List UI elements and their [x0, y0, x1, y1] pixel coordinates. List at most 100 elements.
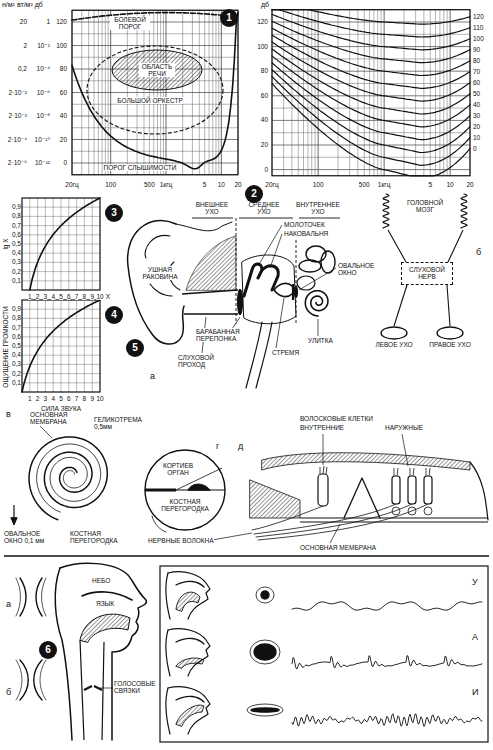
part-label: а — [6, 600, 11, 610]
arrow-head — [11, 518, 17, 525]
leader-line — [402, 434, 408, 466]
grid-line — [22, 355, 100, 356]
tick-label: 60 — [261, 92, 268, 99]
nerve-fibre — [256, 504, 412, 537]
tick-label: 120 — [56, 18, 67, 25]
grid-line — [315, 10, 316, 176]
vestibule — [297, 276, 315, 290]
nerve-connector — [447, 285, 450, 326]
mouth-opening — [261, 591, 269, 599]
part-label: ВНУТРЕННЕЕ УХО — [293, 201, 343, 215]
tick-label: 5 — [59, 293, 63, 300]
vocal-cord — [84, 686, 92, 690]
grid-line — [72, 92, 238, 93]
leader-line — [258, 225, 282, 266]
tick-label: 0,3 — [12, 259, 21, 266]
tick-label: 1 — [46, 18, 50, 25]
bony-septum — [145, 489, 176, 492]
tick-label: 2·10⁻⁴ — [8, 136, 27, 143]
tick-label: 40 — [473, 101, 480, 108]
hammer — [244, 264, 262, 296]
part-label: ОСНОВНАЯ МЕМБРАНА — [300, 544, 376, 551]
tick-label: 5 — [203, 181, 207, 188]
callout-text: 2 — [245, 185, 263, 203]
grid-line — [22, 346, 100, 347]
tick-label: 2·10⁻⁵ — [8, 159, 27, 166]
throat-wall — [80, 640, 84, 740]
grid-line — [404, 10, 405, 176]
tick-label: 80 — [473, 57, 480, 64]
tick-label: 0,7 — [12, 222, 21, 229]
brain-symbol — [461, 194, 467, 228]
grid-line — [22, 262, 100, 263]
tick-label: 10⁻² — [37, 42, 50, 49]
tick-label: 10 — [473, 134, 480, 141]
mouth-profile — [168, 687, 210, 734]
larynx-outline — [16, 660, 46, 700]
part-label: КОСТНАЯ ПЕРЕГОРОДКА — [157, 498, 213, 512]
tick-label: 5 — [59, 395, 63, 402]
part-label: БОЛЕВОЙ ПОРОГ — [110, 16, 150, 30]
ear-symbol: ПРАВОЕ УХО — [428, 326, 472, 350]
callout-number: 5 — [126, 339, 144, 357]
part-label: СТРЕМЯ — [272, 349, 299, 356]
grid-line — [338, 10, 339, 176]
part-label: СРЕДНЕЕ УХО — [246, 201, 282, 215]
part-label: ОЩУЩЕНИЕ ГРОМКОСТИ — [2, 306, 9, 387]
tick-label: 7 — [75, 293, 79, 300]
tick-label: 20 — [234, 181, 241, 188]
part-label: КОСТНАЯ ПЕРЕГОРОДКА — [70, 530, 132, 544]
temporal-bone — [186, 236, 236, 290]
node-label: ПРАВОЕ УХО — [428, 341, 472, 348]
equal-loudness-curve — [272, 84, 470, 176]
part-label: ОВАЛЬНОЕ ОКНО — [338, 262, 380, 276]
grid-line — [272, 132, 470, 133]
part-label: НЕБО — [92, 577, 110, 584]
callout-number: 2 — [245, 185, 263, 203]
grid-line — [272, 108, 470, 109]
grid-line — [72, 33, 238, 34]
part-label: ЯЗЫК — [96, 600, 114, 607]
stirrup-footplate — [292, 284, 294, 300]
leader-line — [212, 533, 252, 540]
equal-loudness-curve — [272, 42, 470, 101]
outer-hair-cell — [424, 476, 432, 504]
tick-label: 80 — [261, 68, 268, 75]
chart-frame — [72, 10, 238, 175]
part-label: lg X — [2, 238, 9, 249]
tick-label: 0,8 — [12, 315, 21, 322]
tick-label: 100 — [56, 42, 67, 49]
spiral-ligament — [470, 462, 488, 520]
tick-label: 0,5 — [12, 240, 21, 247]
tick-label: 70 — [473, 68, 480, 75]
speech-region — [112, 50, 202, 90]
part-label: д — [238, 442, 243, 452]
semicircular-canal — [299, 260, 321, 272]
grid-line — [22, 373, 100, 374]
nerve-path — [388, 230, 406, 262]
chart-frame — [22, 300, 100, 392]
tick-label: 10 — [96, 293, 103, 300]
tick-label: 0,7 — [12, 324, 21, 331]
grid-line — [22, 216, 100, 217]
mouth-profile — [166, 573, 170, 619]
tick-label: 0,2 — [12, 268, 21, 275]
tick-label: 10⁻⁶ — [37, 89, 50, 96]
part-label: УШНАЯ РАКОВИНА — [140, 266, 180, 280]
tick-label: 100 — [105, 181, 116, 188]
tick-label: 0,1 — [12, 379, 21, 386]
grid-line — [450, 10, 451, 176]
ear-canal-wall — [182, 290, 238, 294]
tick-label: 10⁻⁸ — [37, 112, 50, 119]
tick-label: 120 — [257, 18, 268, 25]
grid-line — [272, 120, 470, 121]
part-label: ВОЛОСКОВЫЕ КЛЕТКИ — [300, 415, 373, 422]
supporting-cell — [424, 507, 432, 515]
tick-label: 0,9 — [12, 204, 21, 211]
grid-line — [22, 280, 100, 281]
basilar-membrane — [300, 521, 488, 522]
tick-label: 0,6 — [12, 333, 21, 340]
